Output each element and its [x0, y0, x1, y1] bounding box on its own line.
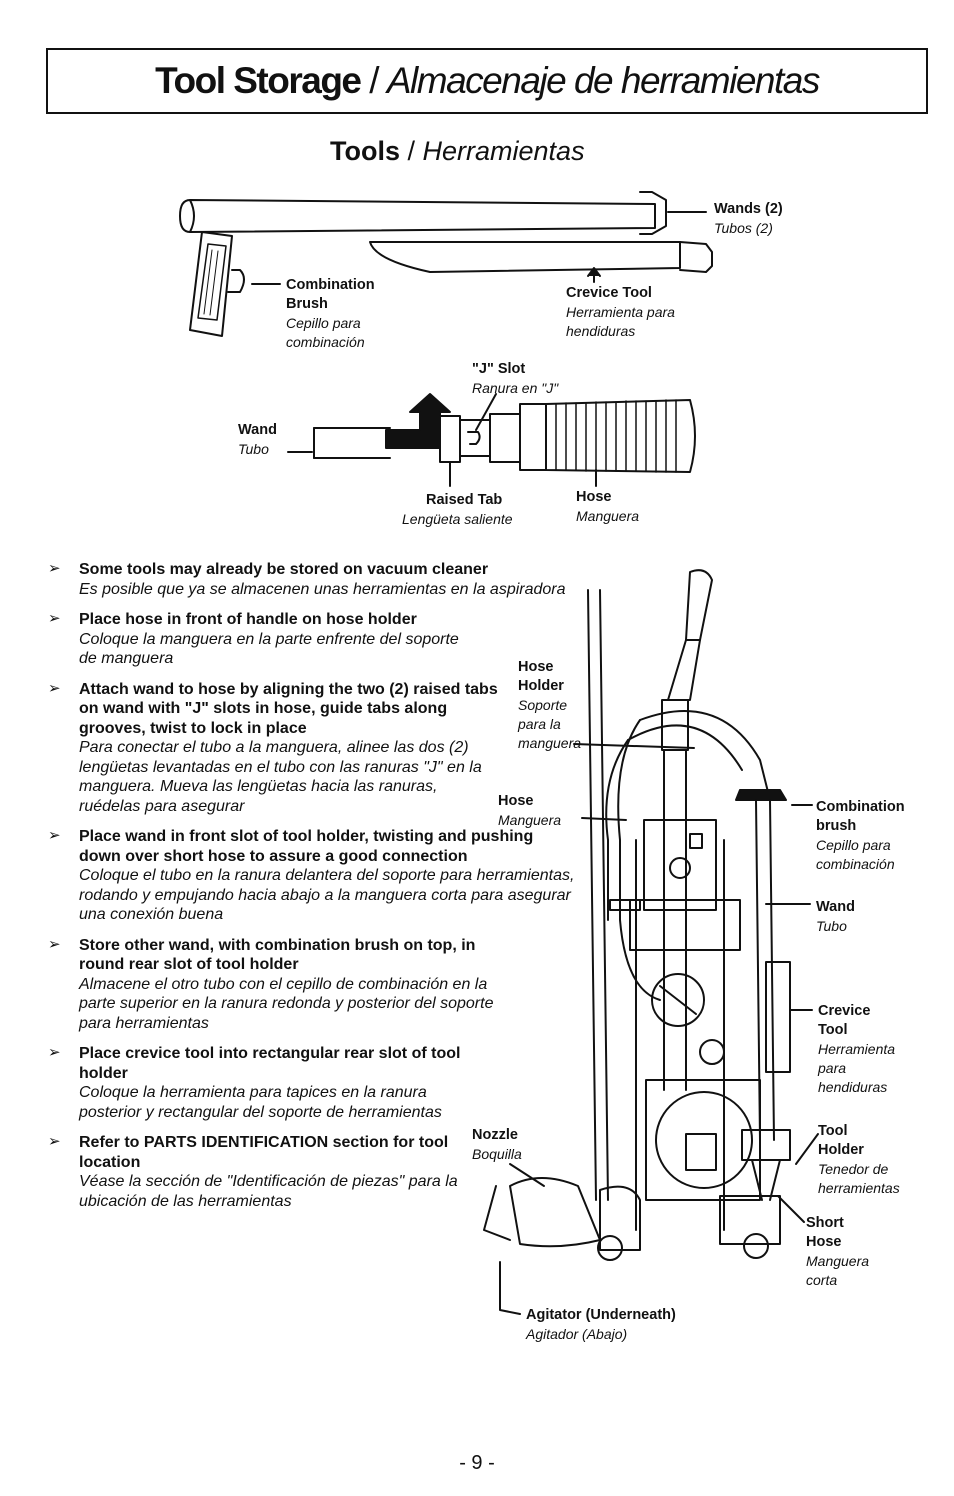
- instruction-en: Some tools may already be stored on vacu…: [79, 561, 489, 578]
- label-tool-holder-es: Tenedor de herramientas: [818, 1161, 900, 1196]
- label-combination-brush: Combination Brush Cepillo para combinaci…: [286, 276, 406, 352]
- label-nozzle-es: Boquilla: [472, 1146, 522, 1162]
- page-title-en: Tool Storage: [155, 60, 362, 101]
- list-item: ➢ Place wand in front slot of tool holde…: [48, 827, 579, 925]
- page-title-es: Almacenaje de herramientas: [386, 60, 820, 101]
- tools-heading-separator: /: [400, 136, 423, 166]
- instruction-es: Véase la sección de "Identificación de p…: [79, 1173, 458, 1210]
- label-vacuum-combination-brush-en: Combination brush: [816, 799, 905, 834]
- instructions-list: ➢ Some tools may already be stored on va…: [48, 560, 588, 1222]
- bullet-arrow-icon: ➢: [48, 935, 61, 953]
- label-vacuum-hose-en: Hose: [498, 793, 534, 809]
- label-vacuum-crevice-tool: Crevice Tool Herramienta para hendiduras: [818, 1002, 928, 1097]
- label-short-hose: Short Hose Manguera corta: [806, 1214, 906, 1290]
- label-tool-holder: Tool Holder Tenedor de herramientas: [818, 1122, 938, 1198]
- label-vacuum-crevice-tool-es: Herramienta para hendiduras: [818, 1041, 896, 1095]
- crevice-tool-illustration: [369, 241, 713, 283]
- label-agitator: Agitator (Underneath) Agitador (Abajo): [526, 1306, 676, 1344]
- list-item: ➢ Some tools may already be stored on va…: [48, 560, 589, 599]
- label-vacuum-wand-en: Wand: [816, 899, 855, 915]
- title-box: Tool Storage / Almacenaje de herramienta…: [46, 48, 928, 114]
- label-hose-holder-es: Soporte para la manguera: [518, 697, 582, 751]
- list-item: ➢ Store other wand, with combination bru…: [48, 936, 499, 1034]
- list-item: ➢ Place hose in front of handle on hose …: [48, 610, 474, 669]
- vacuum-cleaner-illustration: [483, 569, 819, 1315]
- instruction-en: Place crevice tool into rectangular rear…: [79, 1045, 461, 1082]
- label-wand: Wand Tubo: [238, 421, 277, 459]
- label-j-slot: "J" Slot Ranura en "J": [472, 360, 558, 398]
- label-vacuum-wand: Wand Tubo: [816, 898, 855, 936]
- label-j-slot-es: Ranura en "J": [472, 380, 559, 396]
- bullet-arrow-icon: ➢: [48, 610, 61, 627]
- instruction-en: Attach wand to hose by aligning the two …: [79, 680, 498, 737]
- label-wands: Wands (2) Tubos (2): [714, 200, 783, 238]
- label-hose-holder: Hose Holder Soporte para la manguera: [518, 658, 608, 753]
- label-vacuum-combination-brush-es: Cepillo para combinación: [816, 837, 895, 872]
- list-item: ➢ Place crevice tool into rectangular re…: [48, 1044, 469, 1122]
- label-vacuum-crevice-tool-en: Crevice Tool: [818, 1003, 871, 1038]
- label-vacuum-hose-es: Manguera: [498, 812, 562, 828]
- wand-tube-illustration: [179, 191, 707, 235]
- label-raised-tab-en: Raised Tab: [426, 492, 503, 508]
- instruction-en: Place wand in front slot of tool holder,…: [79, 828, 534, 865]
- label-hose-holder-en: Hose Holder: [518, 659, 564, 694]
- label-wand-es: Tubo: [238, 441, 269, 457]
- instruction-es: Para conectar el tubo a la manguera, ali…: [79, 739, 482, 815]
- label-wands-es: Tubos (2): [714, 220, 773, 236]
- list-item: ➢ Refer to PARTS IDENTIFICATION section …: [48, 1133, 499, 1211]
- instruction-es: Coloque el tubo en la ranura delantera d…: [79, 867, 575, 923]
- instruction-es: Es posible que ya se almacenen unas herr…: [79, 580, 566, 598]
- instruction-es: Coloque la herramienta para tapices en l…: [79, 1084, 442, 1121]
- instruction-es: Coloque la manguera en la parte enfrente…: [79, 630, 459, 668]
- wand-hose-connection-illustration: [287, 393, 696, 487]
- bullet-arrow-icon: ➢: [48, 679, 61, 697]
- label-wand-en: Wand: [238, 422, 277, 438]
- label-crevice-tool: Crevice Tool Herramienta para hendiduras: [566, 284, 716, 341]
- tools-heading: Tools / Herramientas: [330, 136, 585, 167]
- label-raised-tab-es: Lengüeta saliente: [402, 511, 513, 527]
- instruction-en: Store other wand, with combination brush…: [79, 936, 476, 974]
- label-short-hose-es: Manguera corta: [806, 1253, 870, 1288]
- list-item: ➢ Attach wand to hose by aligning the tw…: [48, 680, 499, 817]
- page-title-separator: /: [360, 60, 387, 101]
- page-number: - 9 -: [459, 1452, 495, 1474]
- bullet-arrow-icon: ➢: [48, 827, 61, 844]
- label-raised-tab: Raised Tab Lengüeta saliente: [402, 491, 513, 529]
- label-short-hose-en: Short Hose: [806, 1215, 844, 1250]
- label-vacuum-combination-brush: Combination brush Cepillo para combinaci…: [816, 798, 936, 874]
- label-combination-brush-es: Cepillo para combinación: [286, 315, 365, 350]
- label-agitator-es: Agitador (Abajo): [526, 1326, 628, 1342]
- label-crevice-tool-es: Herramienta para hendiduras: [566, 304, 675, 339]
- label-vacuum-hose: Hose Manguera: [498, 792, 561, 830]
- tools-heading-en: Tools: [330, 136, 400, 166]
- instruction-en: Place hose in front of handle on hose ho…: [79, 611, 417, 628]
- label-j-slot-en: "J" Slot: [472, 361, 526, 377]
- label-hose-en: Hose: [576, 489, 612, 505]
- page-title: Tool Storage / Almacenaje de herramienta…: [48, 60, 926, 102]
- label-combination-brush-en: Combination Brush: [286, 277, 375, 312]
- label-wands-en: Wands (2): [714, 201, 783, 217]
- tools-heading-es: Herramientas: [422, 136, 585, 166]
- label-tool-holder-en: Tool Holder: [818, 1123, 864, 1158]
- label-hose-es: Manguera: [576, 508, 640, 524]
- label-nozzle-en: Nozzle: [472, 1127, 518, 1143]
- label-vacuum-wand-es: Tubo: [816, 918, 847, 934]
- instruction-en: Refer to PARTS IDENTIFICATION section fo…: [79, 1134, 449, 1171]
- label-nozzle: Nozzle Boquilla: [472, 1126, 522, 1164]
- label-hose: Hose Manguera: [576, 488, 639, 526]
- label-crevice-tool-en: Crevice Tool: [566, 285, 652, 301]
- bullet-arrow-icon: ➢: [48, 1044, 61, 1061]
- label-agitator-en: Agitator (Underneath): [526, 1307, 676, 1323]
- bullet-arrow-icon: ➢: [48, 1133, 61, 1150]
- bullet-arrow-icon: ➢: [48, 560, 61, 577]
- instruction-es: Almacene el otro tubo con el cepillo de …: [79, 975, 494, 1032]
- combination-brush-illustration: [189, 231, 281, 337]
